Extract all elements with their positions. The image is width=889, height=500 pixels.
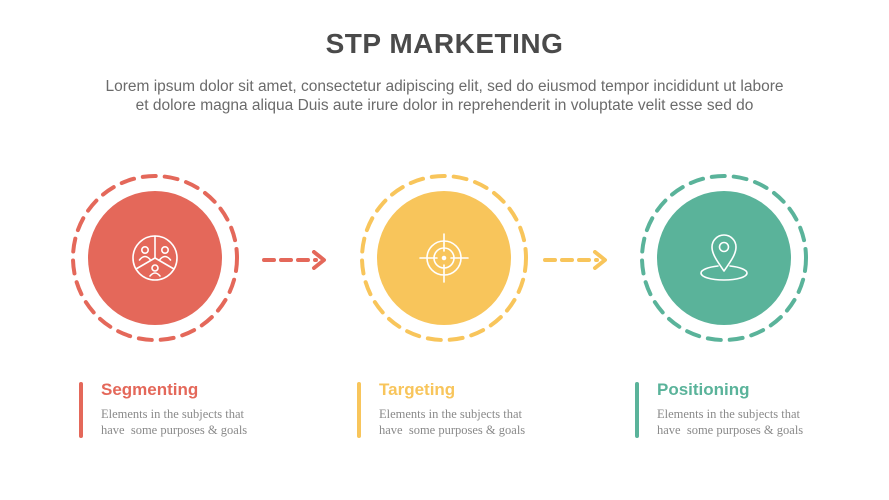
stage-segmenting bbox=[69, 172, 241, 344]
stage-name: Segmenting bbox=[101, 380, 199, 399]
dashed-ring bbox=[640, 174, 808, 342]
dashed-ring bbox=[71, 174, 239, 342]
stage-targeting bbox=[358, 172, 530, 344]
desc-line-1: Elements in the subjects that bbox=[101, 407, 245, 421]
desc-line-2: have some purposes & goals bbox=[101, 423, 248, 437]
segment-pie-users-icon bbox=[132, 235, 178, 281]
desc-line-2: have some purposes & goals bbox=[379, 423, 526, 437]
dashed-ring bbox=[360, 174, 528, 342]
card-targeting: Targeting Elements in the subjects that … bbox=[357, 380, 549, 438]
accent-bar bbox=[79, 382, 83, 438]
arrow-2 bbox=[543, 250, 611, 275]
map-pin-icon bbox=[700, 234, 748, 281]
arrow-1 bbox=[262, 250, 330, 275]
stage-positioning bbox=[638, 172, 810, 344]
accent-bar bbox=[357, 382, 361, 438]
subtitle-line-2: et dolore magna aliqua Duis aute irure d… bbox=[135, 97, 754, 114]
stage-name: Targeting bbox=[379, 380, 456, 399]
stage-description: Elements in the subjects that have some … bbox=[379, 406, 549, 438]
crosshair-target-icon bbox=[419, 233, 469, 283]
desc-line-2: have some purposes & goals bbox=[657, 423, 804, 437]
subtitle-line-1: Lorem ipsum dolor sit amet, consectetur … bbox=[105, 78, 784, 95]
card-segmenting: Segmenting Elements in the subjects that… bbox=[79, 380, 271, 438]
stage-name: Positioning bbox=[657, 380, 750, 399]
desc-line-1: Elements in the subjects that bbox=[657, 407, 801, 421]
stage-circle bbox=[657, 191, 791, 325]
stage-description: Elements in the subjects that have some … bbox=[101, 406, 271, 438]
accent-bar bbox=[635, 382, 639, 438]
page-subtitle: Lorem ipsum dolor sit amet, consectetur … bbox=[30, 77, 859, 115]
desc-line-1: Elements in the subjects that bbox=[379, 407, 523, 421]
page-title: STP MARKETING bbox=[325, 28, 564, 59]
stage-description: Elements in the subjects that have some … bbox=[657, 406, 827, 438]
card-positioning: Positioning Elements in the subjects tha… bbox=[635, 380, 827, 438]
